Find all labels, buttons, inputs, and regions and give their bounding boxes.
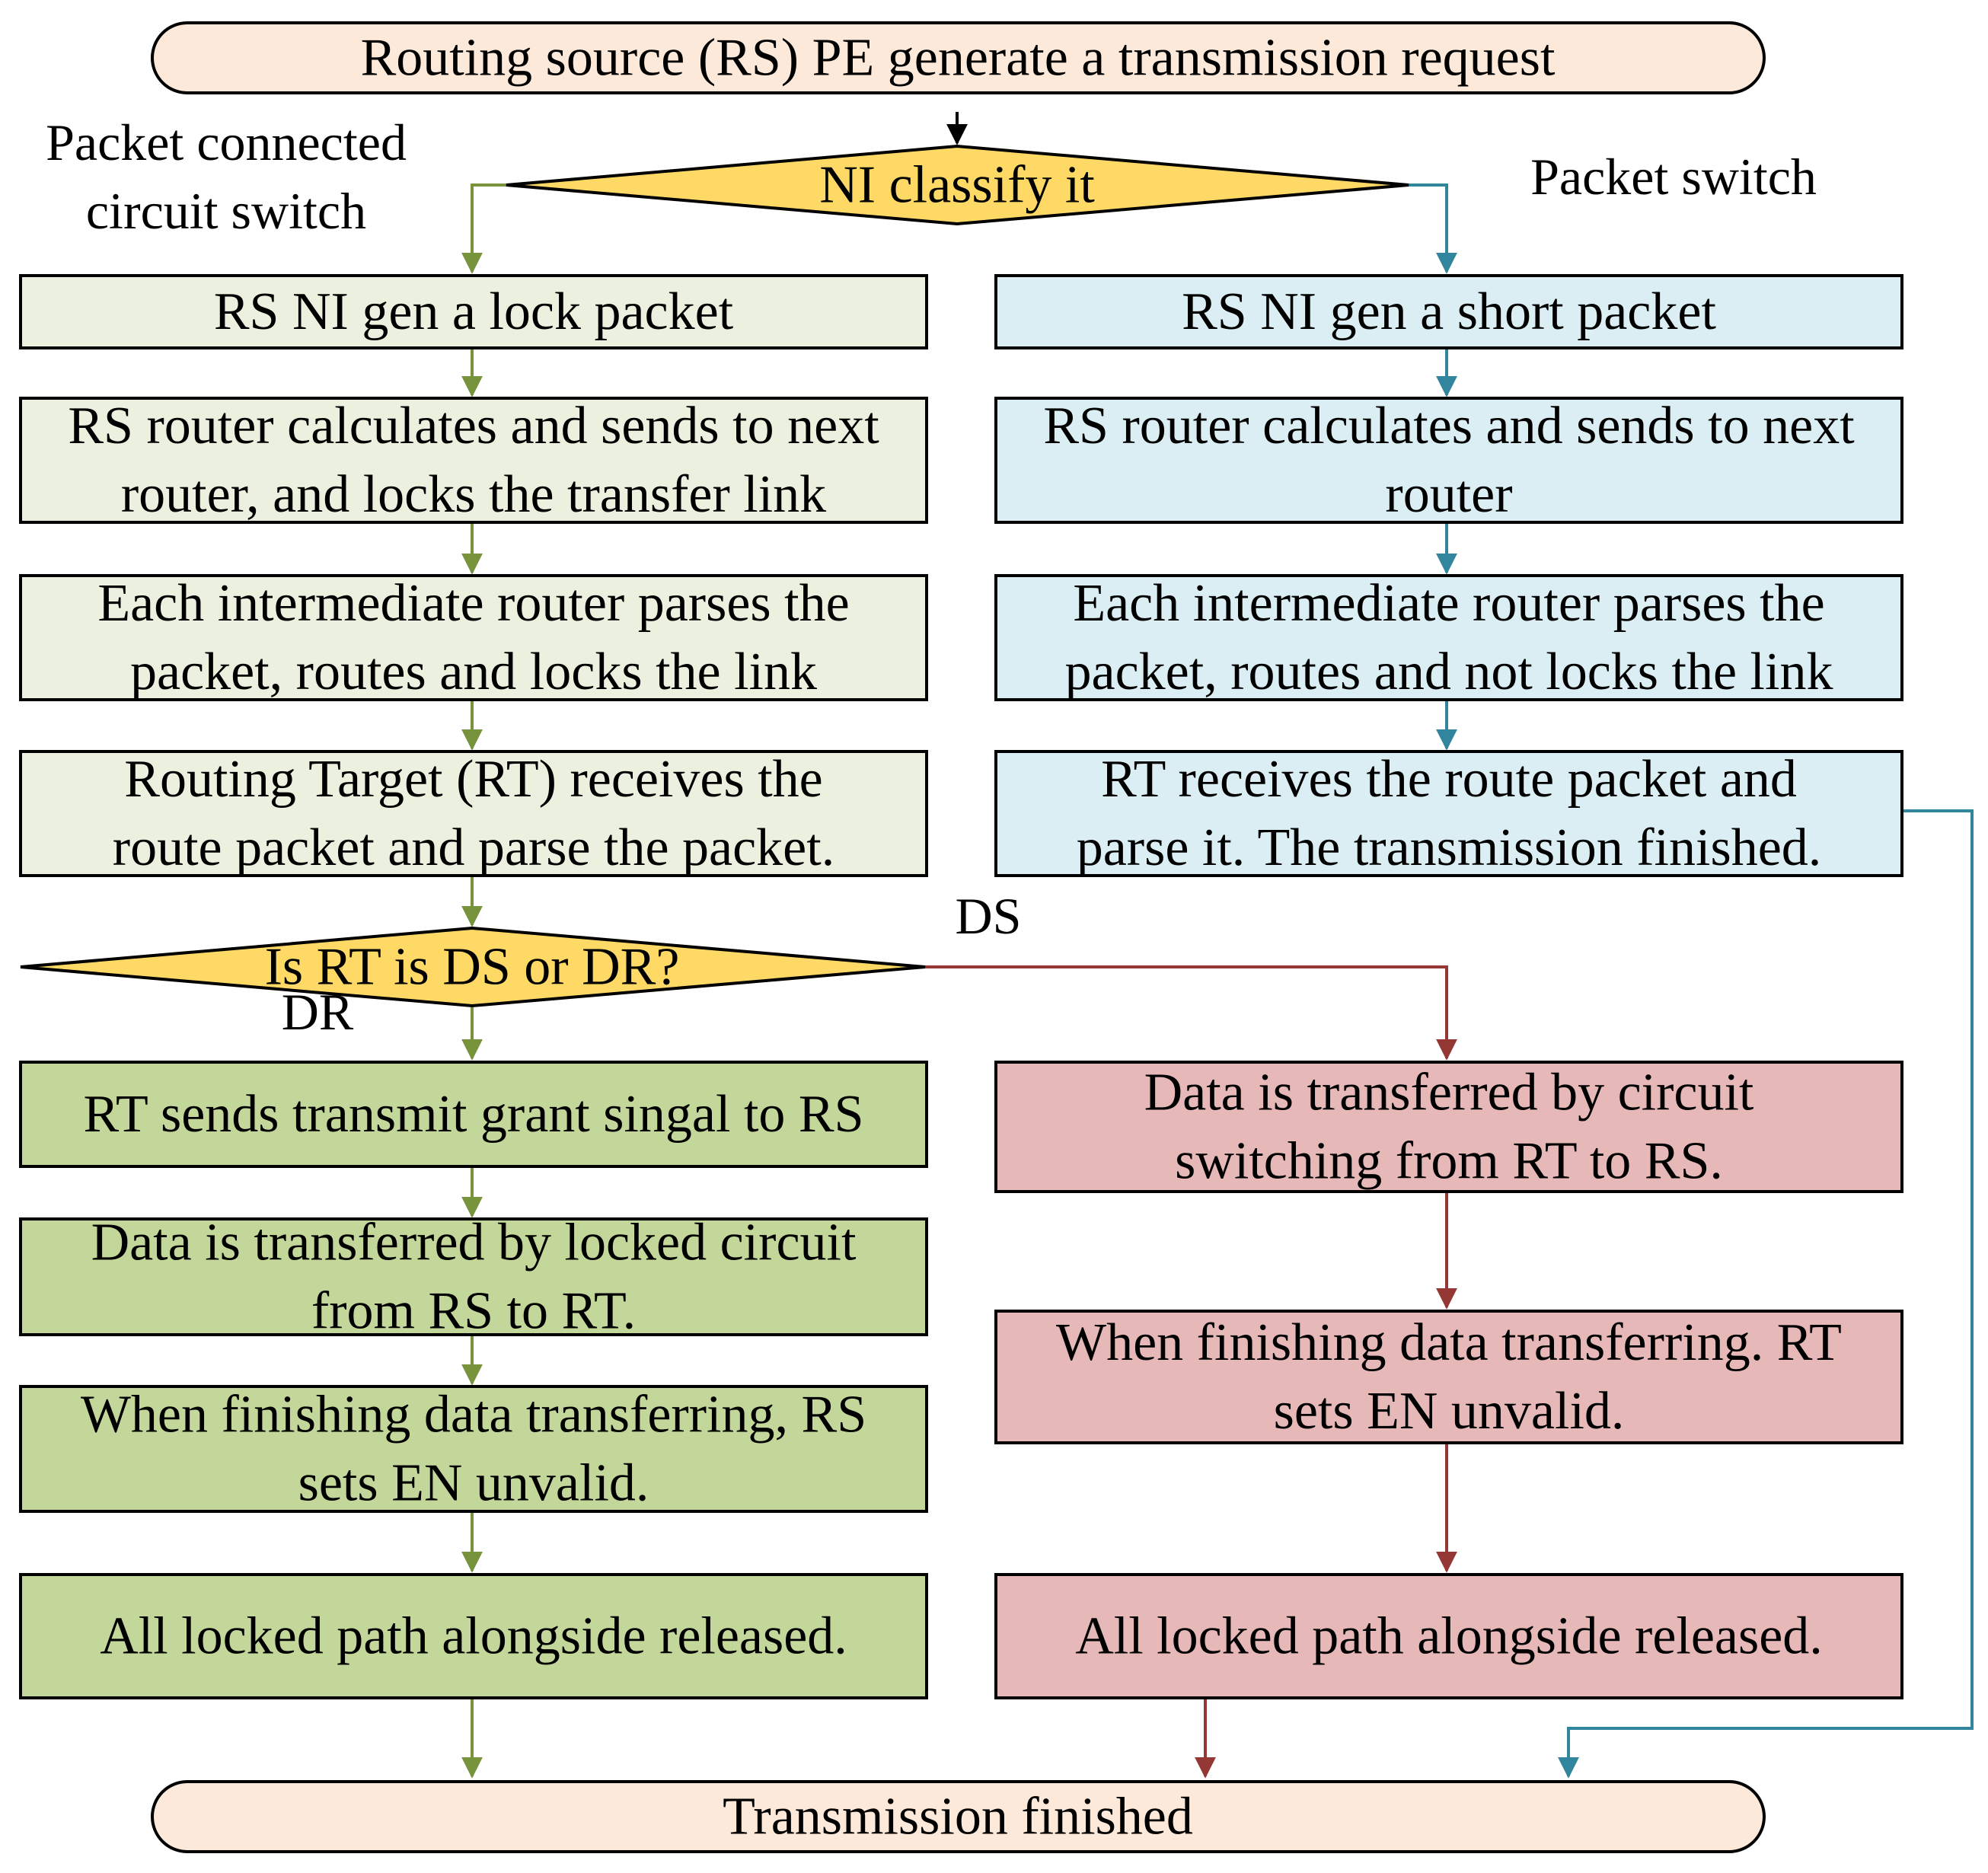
left-step-3-box: [19, 574, 928, 701]
right-step-1-box: [994, 274, 1903, 349]
left-step-4-box: [19, 750, 928, 877]
rt-type-decision: Is RT is DS or DR?: [20, 926, 926, 1008]
left-step-4-text-line-2: route packet and parse the packet.: [113, 818, 834, 877]
ds-step-2-text-line-1: When finishing data transferring. RT: [1056, 1313, 1842, 1372]
label-packet-connected-circuit-switch-line-2: circuit switch: [86, 182, 366, 240]
left-step-1: RS NI gen a lock packet: [19, 274, 928, 349]
classify-text: NI classify it: [819, 156, 1095, 215]
right-step-2-text-line-1: RS router calculates and sends to next: [1043, 397, 1855, 455]
dr-step-2-text-line-1: Data is transferred by locked circuit: [91, 1214, 857, 1272]
dr-step-2: Data is transferred by locked circuit fro…: [19, 1214, 928, 1341]
ds-step-3: All locked path alongside released.: [994, 1573, 1903, 1699]
dr-step-1-box: [19, 1061, 928, 1168]
ds-step-2: When finishing data transferring. RT sets…: [994, 1310, 1903, 1444]
left-column: RS NI gen a lock packet RS router calcula…: [19, 274, 928, 877]
right-step-4-text-line-2: parse it. The transmission finished.: [1077, 818, 1822, 877]
right-step-1-text-line-1: RS NI gen a short packet: [1182, 282, 1716, 341]
right-step-2-text-line-2: router: [1385, 465, 1512, 524]
arrow-decision-to-ds: [925, 965, 1457, 1061]
right-step-3-text-line-2: packet, routes and not locks the link: [1065, 643, 1833, 701]
left-step-2: RS router calculates and sends to next ro…: [19, 397, 928, 524]
right-step-3: Each intermediate router parses the packe…: [994, 574, 1903, 701]
left-step-2-text-line-2: router, and locks the transfer link: [121, 465, 826, 524]
ds-step-1-box: [994, 1061, 1903, 1193]
ds-step-2-text-line-2: sets EN unvalid.: [1274, 1382, 1625, 1441]
dr-column: RT sends transmit grant singal to RS Data…: [19, 1061, 928, 1699]
left-step-3-text-line-1: Each intermediate router parses the: [97, 574, 849, 633]
decision-text: Is RT is DS or DR?: [265, 938, 680, 997]
dr-step-4: All locked path alongside released.: [19, 1573, 928, 1699]
ds-column: Data is transferred by circuit switching …: [994, 1061, 1903, 1699]
left-step-4: Routing Target (RT) receives the route pa…: [19, 750, 928, 877]
dr-step-1-text-line-1: RT sends transmit grant singal to RS: [83, 1085, 863, 1144]
dr-step-3: When finishing data transferring, RS sets…: [19, 1385, 928, 1513]
ds-step-1: Data is transferred by circuit switching …: [994, 1061, 1903, 1193]
start-text: Routing source (RS) PE generate a transm…: [361, 29, 1556, 88]
right-step-2: RS router calculates and sends to next ro…: [994, 397, 1903, 524]
dr-step-3-text-line-1: When finishing data transferring, RS: [81, 1386, 866, 1444]
left-step-3: Each intermediate router parses the packe…: [19, 574, 928, 701]
arrow-classify-to-left: [461, 183, 506, 274]
ds-step-3-text-line-1: All locked path alongside released.: [1075, 1607, 1823, 1666]
right-step-1: RS NI gen a short packet: [994, 274, 1903, 349]
right-step-2-box: [994, 397, 1903, 524]
left-step-4-text-line-1: Routing Target (RT) receives the: [124, 750, 823, 809]
label-dr: DR: [282, 983, 354, 1041]
right-step-3-box: [994, 574, 1903, 701]
start-terminal: Routing source (RS) PE generate a transm…: [151, 21, 1766, 94]
right-column: RS NI gen a short packet RS router calcul…: [994, 274, 1903, 877]
arrow-right-4-end: [1558, 809, 1974, 1779]
left-step-3-text-line-2: packet, routes and locks the link: [130, 643, 817, 701]
connectors: [461, 112, 1974, 1779]
dr-step-1: RT sends transmit grant singal to RS: [19, 1061, 928, 1168]
ds-step-1-text-line-1: Data is transferred by circuit: [1144, 1064, 1754, 1122]
dr-step-3-box: [19, 1385, 928, 1513]
ds-step-3-box: [994, 1573, 1903, 1699]
right-step-4: RT receives the route packet and parse it…: [994, 750, 1903, 877]
left-step-2-box: [19, 397, 928, 524]
end-text: Transmission finished: [723, 1788, 1193, 1846]
label-packet-switch: Packet switch: [1530, 148, 1817, 206]
ds-step-2-box: [994, 1310, 1903, 1444]
dr-step-3-text-line-2: sets EN unvalid.: [298, 1454, 649, 1513]
arrow-classify-to-right: [1409, 183, 1457, 274]
end-terminal: Transmission finished: [151, 1780, 1766, 1853]
classify-decision: NI classify it: [506, 144, 1409, 226]
right-step-3-text-line-1: Each intermediate router parses the: [1073, 574, 1824, 633]
right-step-4-box: [994, 750, 1903, 877]
left-step-1-text-line-1: RS NI gen a lock packet: [214, 282, 734, 341]
label-ds: DS: [956, 887, 1022, 945]
dr-step-4-text-line-1: All locked path alongside released.: [100, 1607, 847, 1666]
left-step-2-text-line-1: RS router calculates and sends to next: [68, 397, 879, 455]
dr-step-2-box: [19, 1217, 928, 1336]
ds-step-1-text-line-2: switching from RT to RS.: [1175, 1132, 1723, 1191]
left-step-1-box: [19, 274, 928, 349]
label-packet-connected-circuit-switch-line-1: Packet connected: [46, 113, 407, 171]
dr-step-2-text-line-2: from RS to RT.: [311, 1282, 636, 1341]
dr-step-4-box: [19, 1573, 928, 1699]
right-step-4-text-line-1: RT receives the route packet and: [1101, 750, 1797, 809]
